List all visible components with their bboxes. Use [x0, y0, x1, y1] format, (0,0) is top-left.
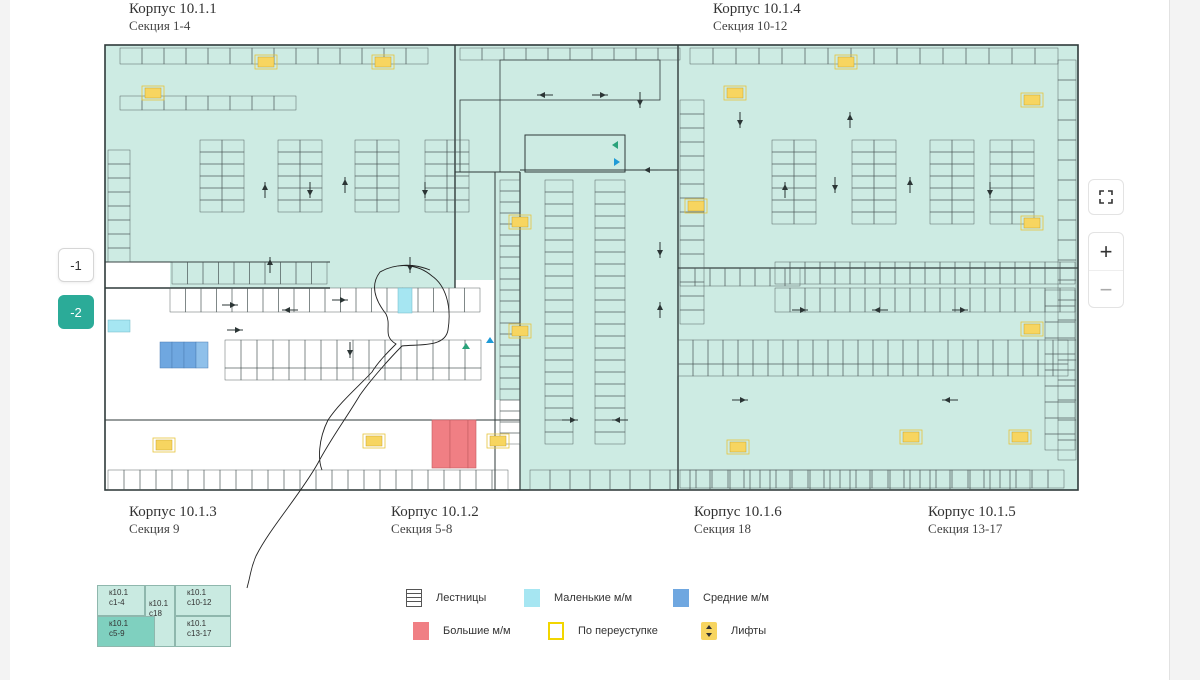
medium-spots[interactable] [159, 341, 209, 369]
parking-stall-grid [107, 47, 1077, 491]
resale-swatch [548, 622, 564, 640]
vertical-scrollbar[interactable] [1169, 0, 1200, 680]
zoom-out-button[interactable]: − [1089, 270, 1123, 308]
blue-exit-arrows [486, 158, 620, 343]
medium-spot-swatch [673, 589, 689, 607]
legend-medium: Средние м/м [673, 589, 769, 607]
legend-stairs: Лестницы [406, 589, 486, 607]
legend-stairs-label: Лестницы [436, 592, 487, 604]
legend-large-label: Большие м/м [443, 625, 511, 637]
small-spot-swatch [524, 589, 540, 607]
legend-small: Маленькие м/м [524, 589, 632, 607]
plan-zone-fill [105, 45, 1078, 490]
large-spot-swatch [413, 622, 429, 640]
legend-medium-label: Средние м/м [703, 592, 769, 604]
floor-button-minus-2[interactable]: -2 [58, 295, 94, 329]
legend-large: Большие м/м [413, 622, 511, 640]
legend-resale-label: По переуступке [578, 625, 658, 637]
lift-markers [141, 54, 1044, 455]
floor-button-minus-1[interactable]: -1 [58, 248, 94, 282]
legend-resale: По переуступке [548, 622, 658, 640]
lift-icon [701, 622, 717, 640]
green-exit-arrows [462, 141, 618, 349]
zoom-controls: + − [1088, 232, 1124, 308]
large-spots[interactable] [431, 419, 477, 469]
stairs-icon [406, 589, 422, 607]
traffic-arrows [222, 92, 993, 423]
legend-lifts: Лифты [701, 622, 766, 640]
fullscreen-button[interactable] [1088, 179, 1124, 215]
left-edge-bar [0, 0, 10, 680]
expand-icon [1099, 190, 1113, 204]
legend-small-label: Маленькие м/м [554, 592, 633, 604]
zoom-in-button[interactable]: + [1099, 238, 1113, 264]
small-spots[interactable] [107, 287, 413, 333]
hand-drawn-route [246, 264, 450, 589]
legend-lifts-label: Лифты [731, 625, 767, 637]
